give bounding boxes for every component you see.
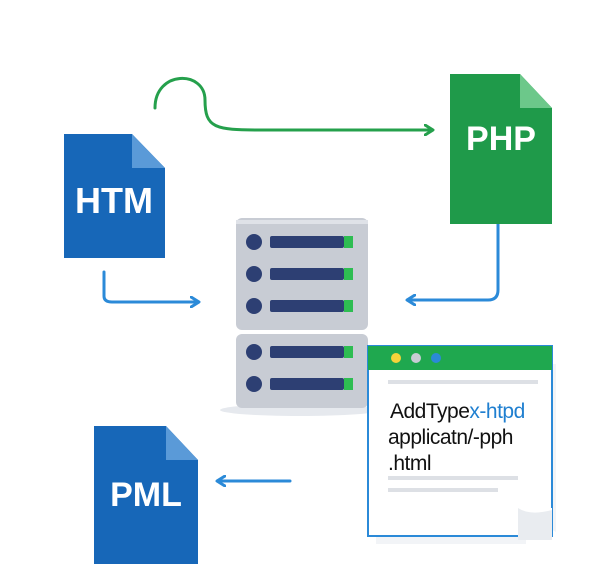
config-window bbox=[367, 345, 556, 544]
php-file-icon bbox=[450, 74, 552, 224]
arrow-htm-to-php bbox=[153, 76, 432, 130]
server-unit bbox=[246, 266, 353, 282]
pml-label: PML bbox=[110, 476, 182, 514]
config-line-3: .html bbox=[388, 452, 432, 475]
htm-label: HTM bbox=[75, 180, 153, 221]
config-directive-arg: x-htpd bbox=[469, 400, 525, 423]
window-dot-yellow-icon bbox=[391, 353, 401, 363]
server-icon bbox=[220, 218, 380, 416]
window-dot-blue-icon bbox=[431, 353, 441, 363]
htm-file-icon bbox=[64, 134, 165, 258]
config-directive: AddType bbox=[390, 400, 470, 423]
arrow-htm-to-server bbox=[102, 270, 198, 302]
pml-file-icon bbox=[94, 426, 198, 564]
server-unit bbox=[246, 344, 353, 360]
arrow-php-to-server bbox=[408, 220, 500, 300]
config-line-2: applicatn/-pph bbox=[388, 426, 513, 449]
config-line-1: AddTypex-htpd bbox=[390, 400, 525, 424]
window-dot-gray-icon bbox=[411, 353, 421, 363]
server-unit bbox=[246, 376, 353, 392]
server-unit bbox=[246, 298, 353, 314]
php-label: PHP bbox=[466, 120, 536, 158]
server-unit bbox=[246, 234, 353, 250]
